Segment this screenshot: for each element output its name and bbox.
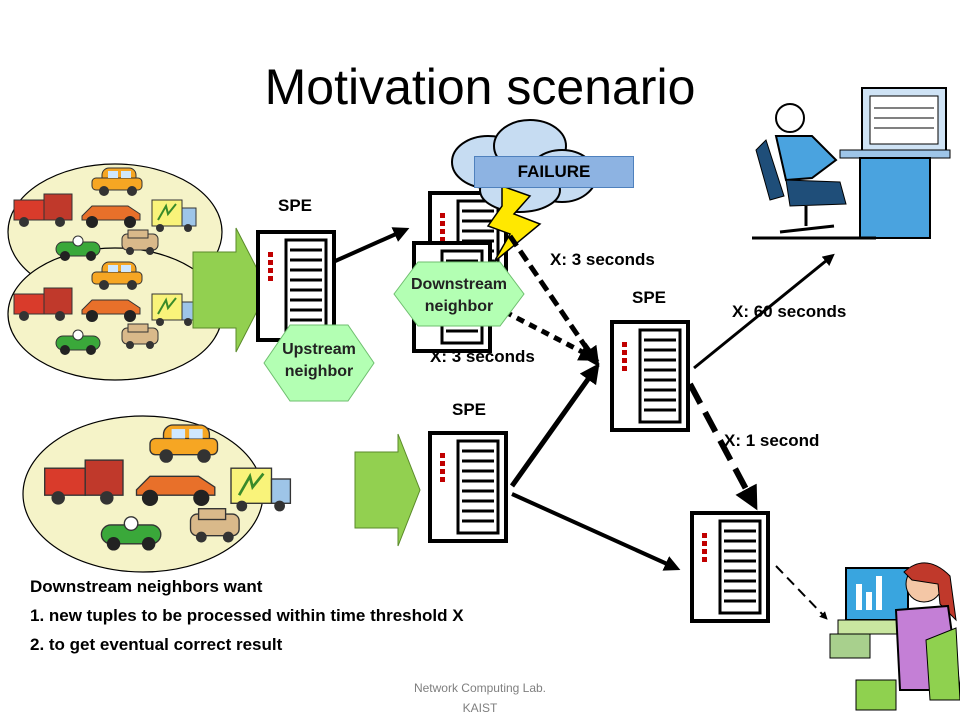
downstream-neighbor-label: Downstream neighbor — [392, 274, 526, 318]
downstream-neighbor-hexagon — [393, 261, 525, 327]
input-arrow-lower — [354, 433, 421, 547]
spe-middle-server — [610, 320, 690, 432]
arrow-lower-to-middle — [509, 363, 600, 488]
user-computer-icon — [829, 562, 960, 711]
requirement-item-1: 1. new tuples to be processed within tim… — [30, 606, 464, 625]
upstream-line1: Upstream — [282, 341, 356, 358]
upstream-neighbor-label: Upstream neighbor — [264, 339, 374, 383]
arrow-failed-top-dashed — [507, 234, 600, 367]
arrow-middle-to-bottom-dashed — [687, 382, 758, 511]
spe-lower-server — [428, 431, 508, 543]
spe-label-middle: SPE — [632, 288, 667, 307]
spe-label-upstream: SPE — [278, 196, 313, 215]
requirements-heading: Downstream neighbors want — [30, 577, 263, 596]
spe-label-lower: SPE — [452, 400, 487, 419]
arrow-lower-to-bottom — [511, 492, 681, 571]
slide-footer: Network Computing Lab. KAIST — [380, 678, 580, 718]
timing-x60: X: 60 seconds — [732, 302, 847, 321]
timing-x1: X: 1 second — [724, 431, 820, 450]
input-arrow-upper — [192, 227, 269, 353]
downstream-line1: Downstream — [410, 276, 508, 293]
timing-x3-bottom: X: 3 seconds — [430, 347, 535, 366]
upstream-neighbor-hexagon — [263, 324, 375, 402]
failure-badge: FAILURE — [474, 156, 634, 188]
timing-x3-top: X: 3 seconds — [550, 250, 655, 269]
arrow-upstream-to-failed — [332, 227, 410, 264]
requirement-item-2: 2. to get eventual correct result — [30, 635, 283, 654]
upstream-line2: neighbor — [284, 363, 354, 380]
arrow-bottom-to-user — [775, 565, 828, 620]
downstream-line2: neighbor — [424, 298, 494, 315]
analyst-computer-icon — [752, 87, 951, 240]
footer-line1: Network Computing Lab. — [413, 681, 547, 695]
spe-bottom-server — [690, 511, 770, 623]
requirements-text: Downstream neighbors want 1. new tuples … — [30, 572, 464, 659]
footer-line2: KAIST — [462, 701, 498, 715]
arrow-middle-to-analyst — [693, 253, 835, 370]
spe-upstream-server — [256, 230, 336, 342]
slide-title: Motivation scenario — [264, 59, 696, 115]
